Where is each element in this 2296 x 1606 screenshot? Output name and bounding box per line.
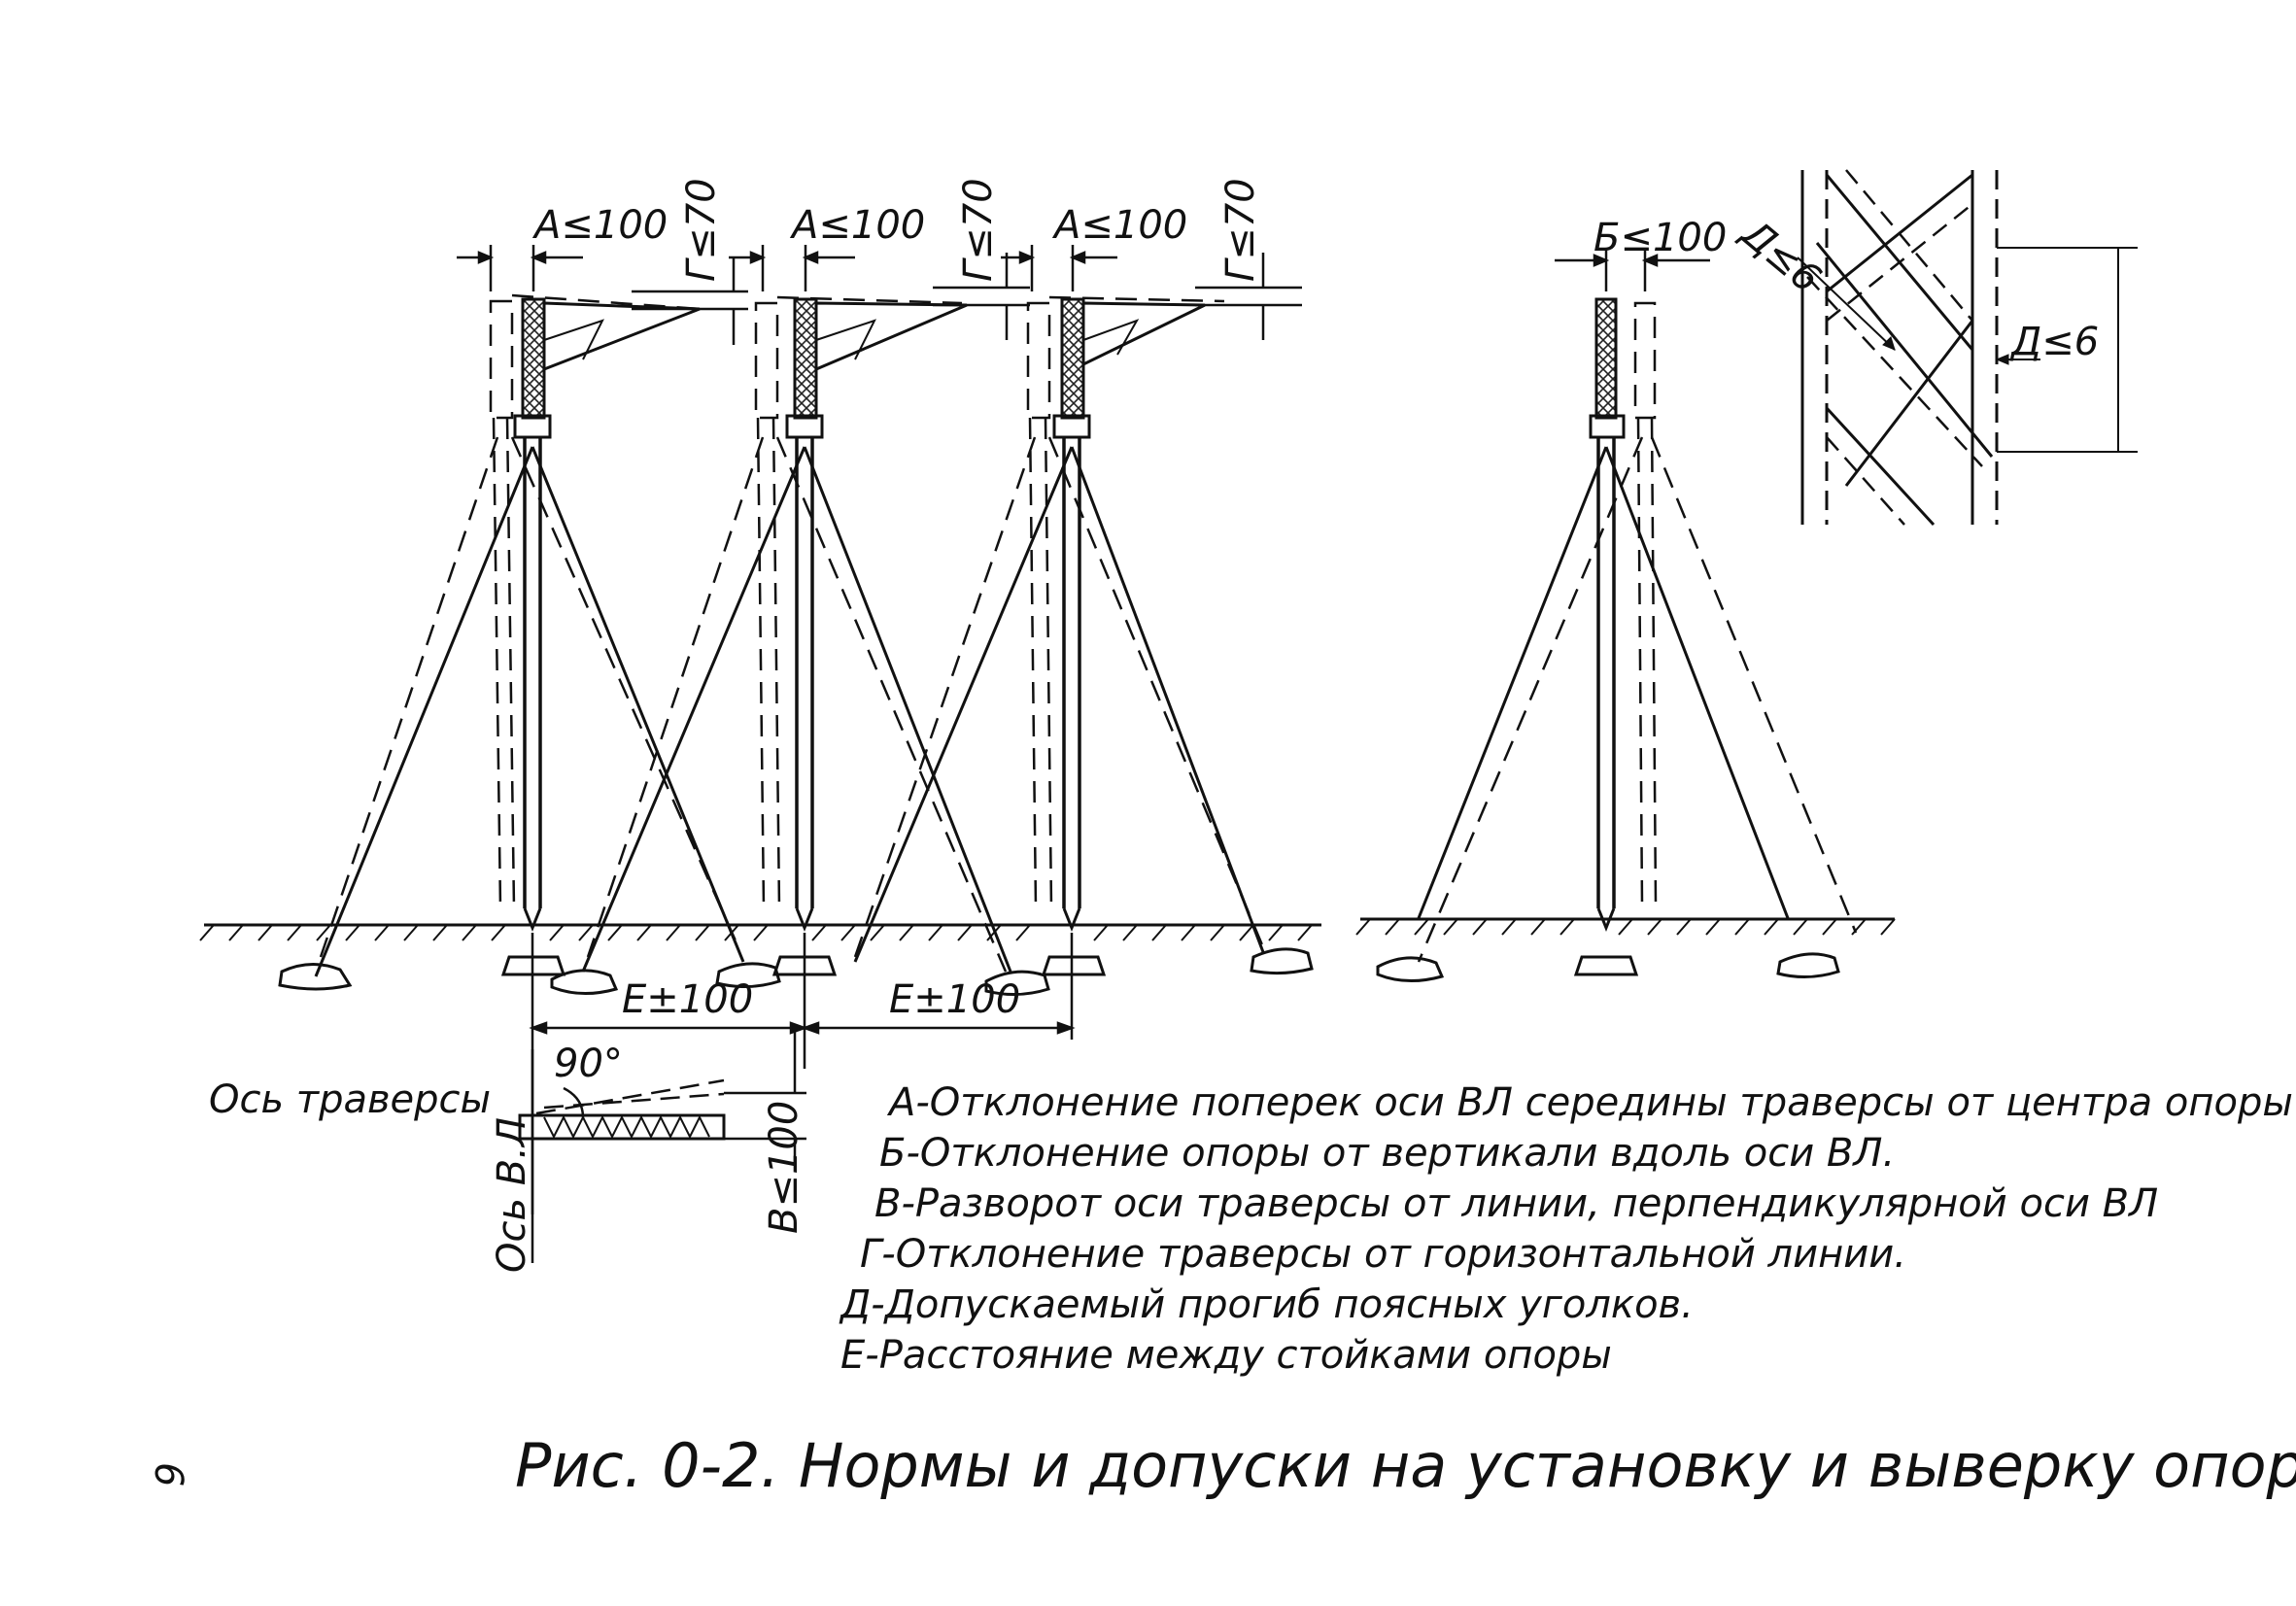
dim-e-2: Е±100 (889, 977, 1020, 1022)
ground-left (199, 923, 1321, 941)
page-number: 6 (146, 1462, 190, 1486)
dim-angle: 90° (554, 1042, 623, 1086)
dim-a-1: А≤100 (531, 203, 668, 248)
tower-3 (853, 295, 1314, 976)
dim-d-2: Д≤6 (2009, 320, 2099, 364)
dim-g-3: Г≤70 (1218, 178, 1263, 282)
legend-item-e: Е-Расстояние между стойками опоры (840, 1333, 1612, 1378)
tower-2 (550, 295, 1050, 997)
dim-v: В≤100 (762, 1101, 806, 1234)
legend: А-Отклонение поперек оси ВЛ середины тра… (839, 1080, 2293, 1378)
legend-item-b: Б-Отклонение опоры от вертикали вдоль ос… (879, 1131, 1895, 1176)
dim-b: Б≤100 (1593, 216, 1727, 260)
figure-caption: Рис. 0-2. Нормы и допуски на установку и… (515, 1430, 2296, 1501)
dim-a-2: А≤100 (789, 203, 925, 248)
lattice-detail (1797, 169, 2138, 527)
ground-right (1355, 917, 1896, 936)
line-axis-label: Ось В.Л (490, 1117, 534, 1273)
traverse-plan (518, 1030, 806, 1263)
legend-item-v: В-Разворот оси траверсы от линии, перпен… (874, 1181, 2158, 1226)
dimension-marks (457, 245, 1710, 345)
legend-item-a: А-Отклонение поперек оси ВЛ середины тра… (886, 1080, 2293, 1125)
dim-e-1: Е±100 (622, 977, 753, 1022)
axis-labels: Ось траверсы Ось В.Л (209, 1077, 534, 1273)
dim-a-3: А≤100 (1051, 203, 1187, 248)
traverse-axis-label: Ось траверсы (209, 1077, 491, 1122)
tower-4 (1376, 297, 1858, 983)
dim-g-2: Г≤70 (956, 178, 1001, 282)
tower-1 (278, 293, 781, 991)
dim-d-1: Д≤6 (1731, 210, 1829, 302)
legend-item-g: Г-Отклонение траверсы от горизонтальной … (860, 1232, 1906, 1277)
legend-item-d: Д-Допускаемый прогиб поясных уголков. (839, 1282, 1694, 1327)
dim-g-1: Г≤70 (679, 178, 724, 282)
